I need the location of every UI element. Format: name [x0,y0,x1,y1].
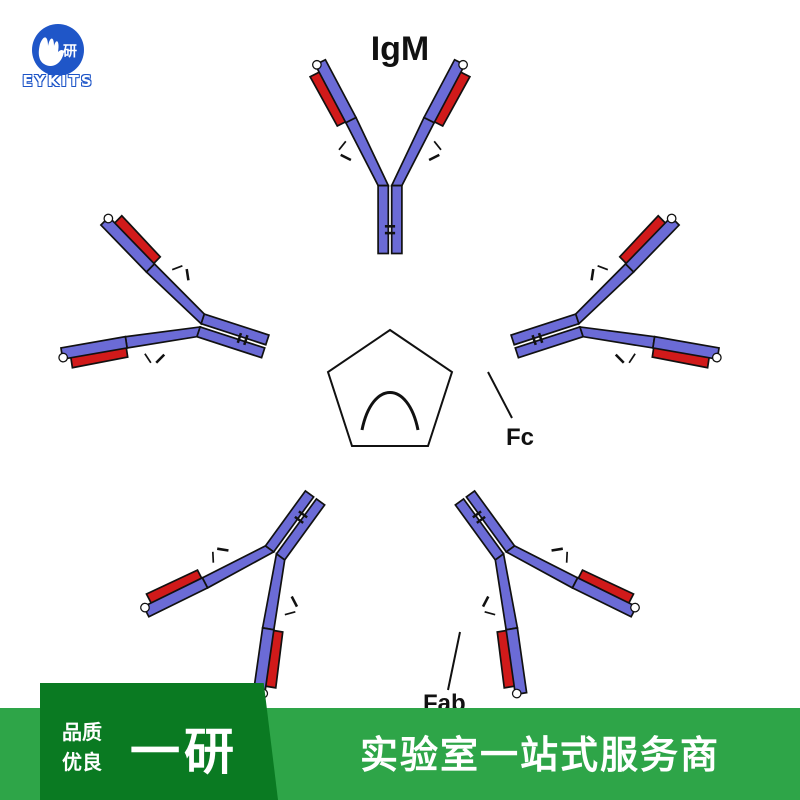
quality-text-line2: 优良 [62,750,102,774]
antibody-unit-right [488,209,726,424]
fab-callout-line [447,631,461,691]
logo-text: EYKITS [22,72,94,90]
slogan: 实验室一站式服务商 [359,733,720,777]
antibody-unit-left [54,209,292,424]
logo-badge-text: 研 [63,44,77,60]
fc-label: Fc [506,424,535,451]
fc-callout-line [487,371,513,419]
antibody-unit-lower-left [135,449,381,703]
eykits-logo-icon: 研 [32,24,84,76]
quality-text-line1: 品质 [62,720,102,744]
j-chain [360,391,420,431]
antibody-unit-top [308,58,472,255]
pentagon-linkage [326,328,454,447]
brand-name: 一研 [130,723,238,781]
antibody-unit-lower-right [399,449,645,703]
banner-brand-panel [40,683,278,800]
diagram-title: IgM [370,30,430,68]
